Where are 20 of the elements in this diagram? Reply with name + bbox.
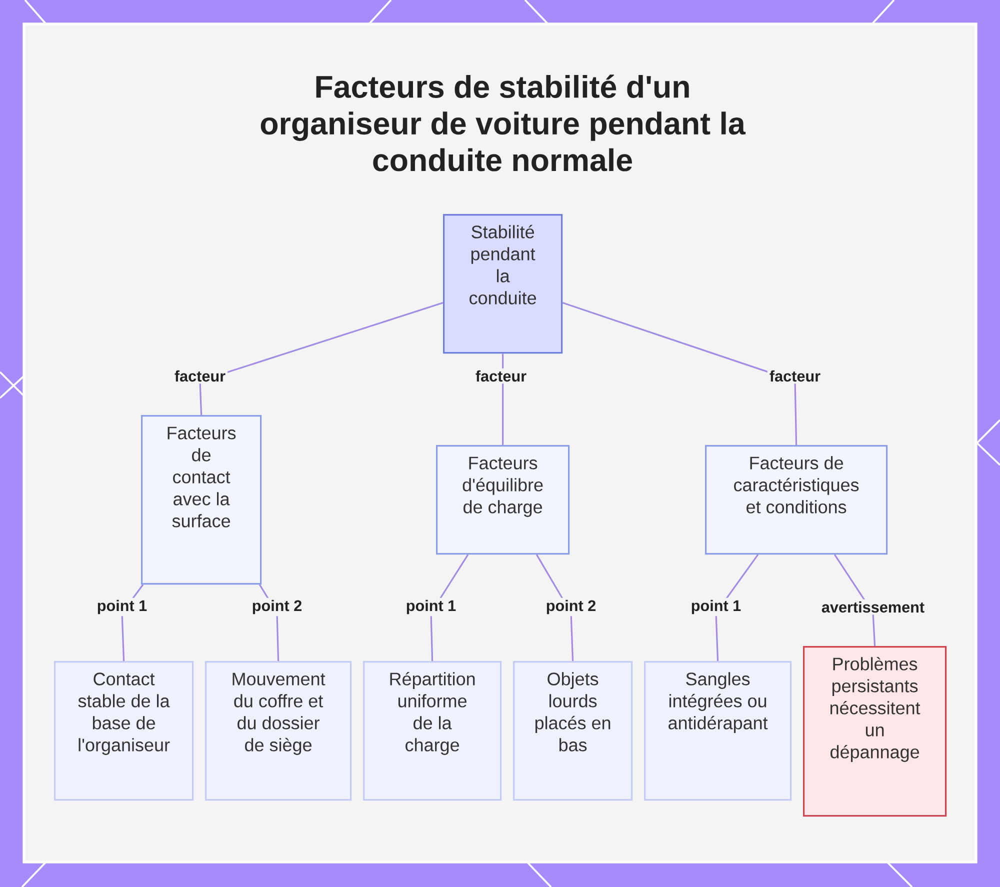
edge-label: facteur (172, 368, 228, 384)
root-box: Stabilité pendant la conduite (443, 214, 563, 354)
edge-label: point 1 (404, 598, 458, 616)
detail-box: Mouvement du coffre et du dossier de siège (205, 661, 352, 801)
title: Facteurs de stabilité d'un organiseur de voiture pendant la conduite normale (260, 74, 746, 172)
edge-label: facteur (473, 368, 529, 384)
warning-box: Problèmes persistants nécessitent un dépannage (803, 646, 947, 817)
detail-box: Contact stable de la base de l'organiseur (54, 661, 194, 801)
category-box: Facteurs d'équilibre de charge (436, 445, 570, 555)
edge-label: point 1 (688, 598, 744, 616)
edge-label: avertissement (819, 599, 927, 615)
edge-label: point 2 (544, 598, 598, 616)
edge-label: facteur (767, 368, 823, 384)
category-box: Facteurs de caractéristiques et conditions (705, 445, 888, 555)
edge-label: point 2 (250, 598, 304, 616)
category-box: Facteurs de contact avec la surface (141, 415, 262, 585)
detail-box: Sangles intégrées ou antidérapant (644, 661, 792, 801)
detail-box: Objets lourds placés en bas (513, 661, 633, 801)
edge-label: point 1 (94, 598, 150, 616)
detail-box: Répartition uniforme de la charge (363, 661, 502, 801)
